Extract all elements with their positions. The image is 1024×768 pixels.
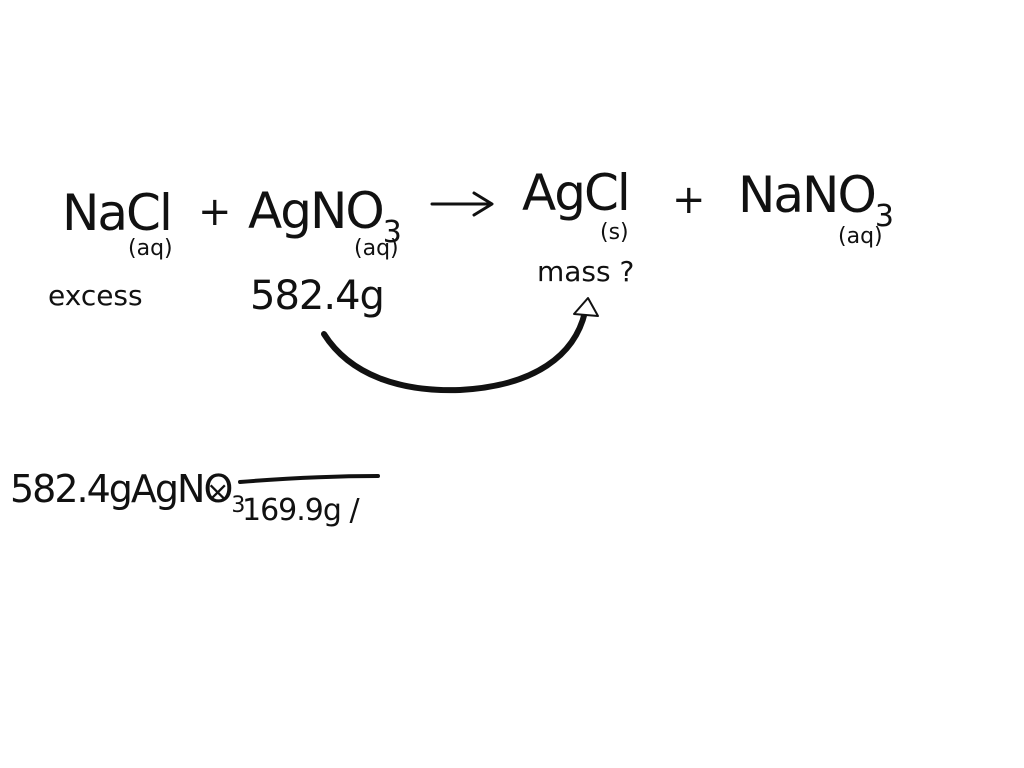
fraction-bar <box>238 474 380 484</box>
calculation-compound-subscript: 3 <box>231 493 245 518</box>
reactant-agno3-formula: AgNO <box>248 182 385 240</box>
product-agcl: AgCl <box>522 168 631 218</box>
conversion-curved-arrow <box>321 309 588 394</box>
reactant-nacl-state: (aq) <box>128 236 173 261</box>
calculation-compound: AgNO <box>130 467 233 511</box>
plus-sign-1: + <box>198 189 232 235</box>
reactant-nacl: NaCl <box>62 188 173 238</box>
calculation-amount: 582.4g <box>10 467 133 511</box>
excess-label: excess <box>48 279 143 312</box>
calculation-lhs: 582.4gAgNO3 <box>10 467 245 517</box>
product-agcl-formula: AgCl <box>522 164 631 222</box>
multiply-sign: × <box>206 475 230 508</box>
unknown-mass-label: mass ? <box>537 255 635 288</box>
reactant-nacl-formula: NaCl <box>62 184 173 242</box>
reactant-agno3-state: (aq) <box>354 236 399 261</box>
product-nano3-formula: NaNO <box>738 166 877 224</box>
product-nano3-subscript: 3 <box>874 199 894 234</box>
product-nano3: NaNO3 <box>738 170 894 232</box>
product-agcl-state: (s) <box>600 220 629 245</box>
plus-sign-2: + <box>672 177 706 223</box>
curved-arrowhead <box>573 297 599 317</box>
reaction-arrow <box>430 191 494 217</box>
product-nano3-state: (aq) <box>838 224 883 249</box>
molar-mass-denominator: 169.9g / <box>242 493 360 528</box>
given-mass-label: 582.4g <box>250 273 385 319</box>
reactant-agno3: AgNO3 <box>248 186 402 248</box>
reactant-agno3-subscript: 3 <box>382 215 402 250</box>
